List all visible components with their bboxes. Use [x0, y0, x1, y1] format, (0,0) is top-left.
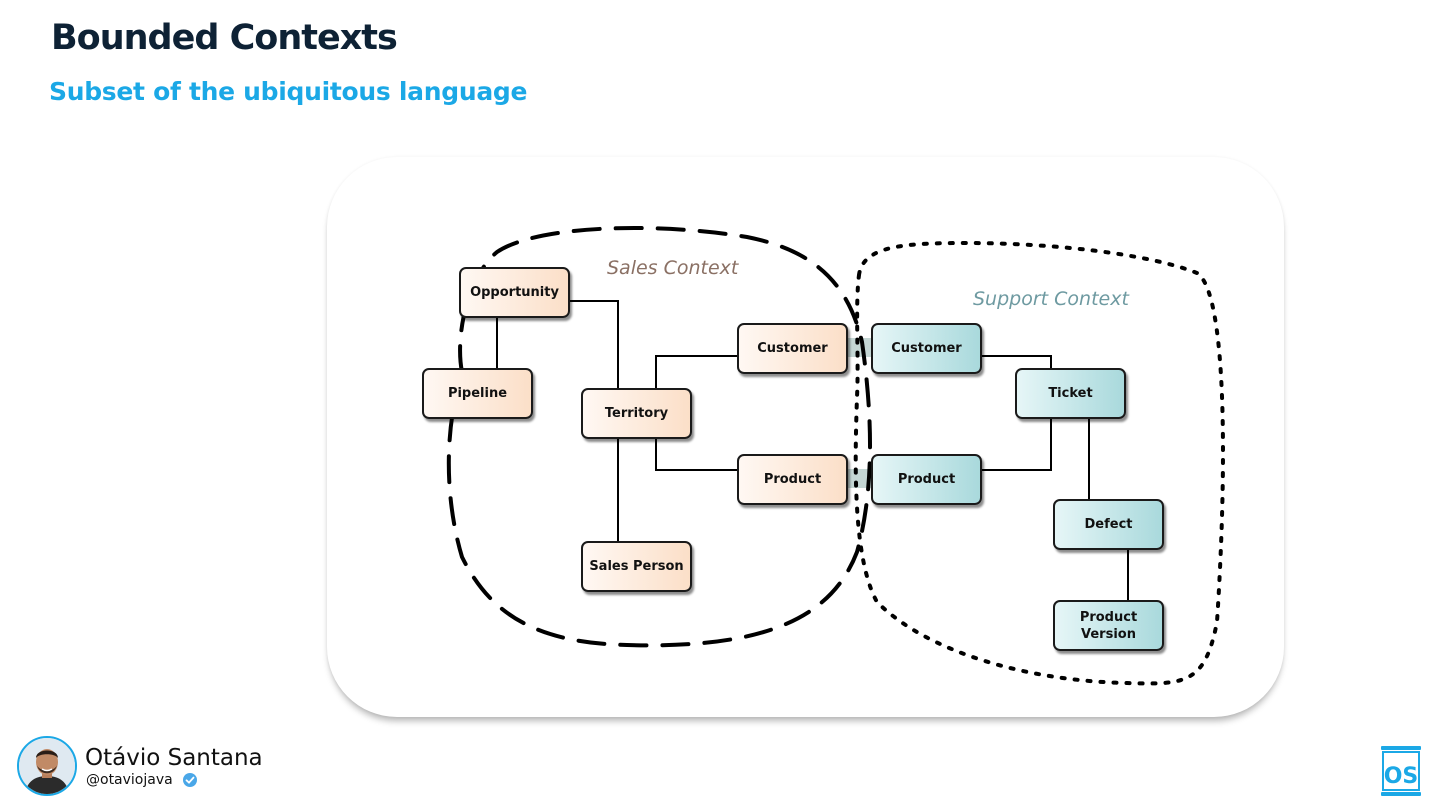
line-product-ticket	[982, 419, 1052, 471]
avatar-portrait-icon	[19, 738, 75, 794]
customer-context-bridge	[848, 338, 872, 357]
author-name: Otávio Santana	[85, 745, 263, 771]
entity-pipeline[interactable]: Pipeline	[422, 368, 533, 419]
entity-sales-product[interactable]: Product	[737, 454, 848, 505]
svg-text:OS: OS	[1384, 764, 1419, 789]
entity-sales-person[interactable]: Sales Person	[581, 541, 692, 592]
entity-defect[interactable]: Defect	[1053, 499, 1164, 550]
entity-support-product[interactable]: Product	[871, 454, 982, 505]
diagram-canvas	[446, 226, 1225, 686]
entity-ticket[interactable]: Ticket	[1015, 368, 1126, 419]
relationship-lines	[496, 300, 1129, 600]
entity-opportunity[interactable]: Opportunity	[459, 267, 570, 318]
support-context-label: Support Context	[973, 288, 1129, 310]
slide-title: Bounded Contexts	[51, 18, 398, 58]
line-opportunity-territory	[570, 300, 619, 388]
line-territory-product	[655, 439, 737, 471]
author-handle[interactable]: @otaviojava	[86, 772, 173, 788]
author-avatar	[17, 736, 77, 796]
os-logo-icon: OS	[1381, 746, 1421, 796]
slide-subtitle: Subset of the ubiquitous language	[49, 77, 528, 106]
line-territory-customer	[655, 355, 737, 388]
line-customer-ticket	[982, 355, 1052, 368]
entity-sales-customer[interactable]: Customer	[737, 323, 848, 374]
sales-context-label: Sales Context	[607, 257, 739, 279]
diagram-card: Sales Context Support Context Opportunit…	[327, 157, 1284, 717]
entity-support-customer[interactable]: Customer	[871, 323, 982, 374]
support-context-boundary	[853, 240, 1225, 686]
product-context-bridge	[848, 469, 872, 488]
entity-product-version[interactable]: Product Version	[1053, 600, 1164, 651]
entity-territory[interactable]: Territory	[581, 388, 692, 439]
sales-context-boundary	[446, 226, 873, 648]
verified-badge-icon	[183, 773, 197, 787]
